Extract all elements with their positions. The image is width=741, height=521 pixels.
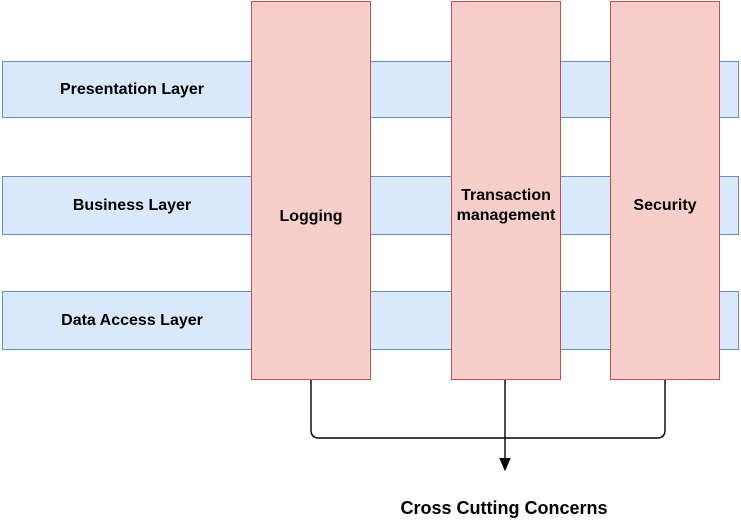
security-concern-column: Security	[610, 1, 720, 380]
arrow-head-icon	[499, 458, 511, 472]
transaction-management-concern-column: Transaction management	[451, 1, 561, 380]
diagram-caption: Cross Cutting Concerns	[400, 498, 608, 518]
business-layer-label: Business Layer	[72, 196, 192, 214]
logging-label: Logging	[279, 207, 343, 225]
presentation-layer-label: Presentation Layer	[59, 80, 205, 98]
security-label: Security	[633, 196, 697, 214]
bracket-path	[310, 380, 666, 439]
data-access-layer-label: Data Access Layer	[61, 311, 203, 329]
logging-concern-column: Logging	[251, 1, 371, 380]
transaction-management-label: Transaction management	[456, 187, 556, 224]
